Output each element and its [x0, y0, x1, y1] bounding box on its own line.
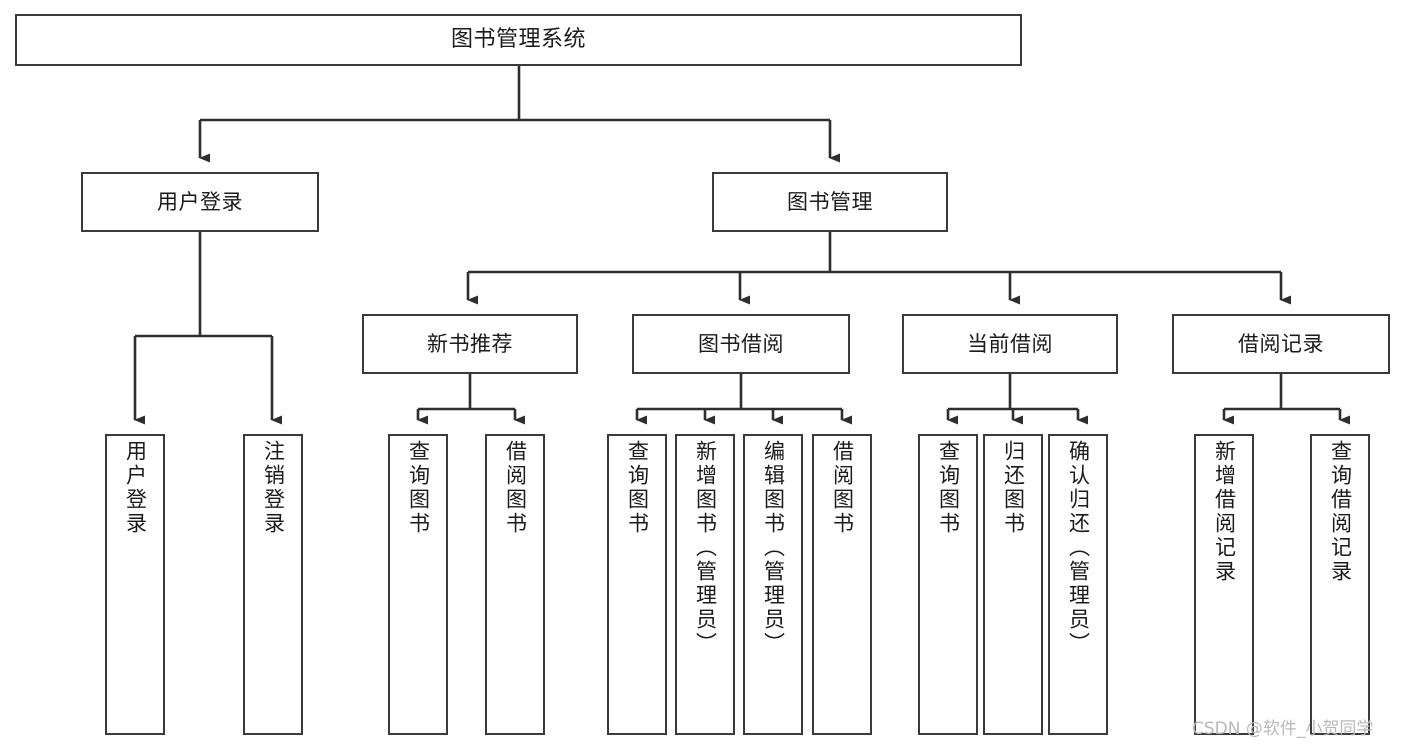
node-borrow-record-label: 借阅记录 [1238, 331, 1324, 356]
node-root[interactable]: 图书管理系统 [15, 14, 1022, 66]
node-book-management-label: 图书管理 [787, 189, 873, 214]
leaf-add-book-admin-label: 新增图书（管理员） [693, 440, 718, 656]
node-user-login-label: 用户登录 [157, 189, 243, 214]
leaf-user-login-label: 用户登录 [123, 440, 148, 536]
leaf-borrow-book-newbook[interactable]: 借阅图书 [485, 434, 545, 735]
leaf-borrow-book[interactable]: 借阅图书 [812, 434, 872, 735]
node-new-book-recommend[interactable]: 新书推荐 [362, 314, 578, 374]
leaf-query-book-newbook-label: 查询图书 [406, 440, 431, 536]
leaf-add-borrow-record-label: 新增借阅记录 [1212, 440, 1237, 584]
leaf-query-borrow-record-label: 查询借阅记录 [1328, 440, 1353, 584]
leaf-query-book-current[interactable]: 查询图书 [918, 434, 978, 735]
node-current-borrow[interactable]: 当前借阅 [902, 314, 1118, 374]
node-root-label: 图书管理系统 [450, 27, 586, 53]
node-user-login[interactable]: 用户登录 [81, 172, 319, 232]
leaf-return-book-label: 归还图书 [1001, 440, 1026, 536]
leaf-query-book-current-label: 查询图书 [936, 440, 961, 536]
node-current-borrow-label: 当前借阅 [967, 331, 1053, 356]
leaf-confirm-return-admin[interactable]: 确认归还（管理员） [1048, 434, 1108, 735]
leaf-borrow-book-newbook-label: 借阅图书 [503, 440, 528, 536]
leaf-query-book-newbook[interactable]: 查询图书 [388, 434, 448, 735]
node-borrow-record[interactable]: 借阅记录 [1172, 314, 1390, 374]
leaf-logout-label: 注销登录 [261, 440, 286, 536]
leaf-confirm-return-admin-label: 确认归还（管理员） [1066, 440, 1091, 656]
leaf-query-book-borrow-label: 查询图书 [625, 440, 650, 536]
node-book-borrow[interactable]: 图书借阅 [632, 314, 850, 374]
leaf-query-borrow-record[interactable]: 查询借阅记录 [1310, 434, 1370, 735]
leaf-return-book[interactable]: 归还图书 [983, 434, 1043, 735]
node-new-book-recommend-label: 新书推荐 [427, 331, 513, 356]
leaf-query-book-borrow[interactable]: 查询图书 [607, 434, 667, 735]
leaf-edit-book-admin[interactable]: 编辑图书（管理员） [743, 434, 803, 735]
node-book-borrow-label: 图书借阅 [698, 331, 784, 356]
leaf-add-borrow-record[interactable]: 新增借阅记录 [1194, 434, 1254, 735]
leaf-edit-book-admin-label: 编辑图书（管理员） [761, 440, 786, 656]
leaf-borrow-book-label: 借阅图书 [830, 440, 855, 536]
leaf-logout[interactable]: 注销登录 [243, 434, 303, 735]
node-book-management[interactable]: 图书管理 [712, 172, 948, 232]
leaf-user-login[interactable]: 用户登录 [105, 434, 165, 735]
leaf-add-book-admin[interactable]: 新增图书（管理员） [675, 434, 735, 735]
